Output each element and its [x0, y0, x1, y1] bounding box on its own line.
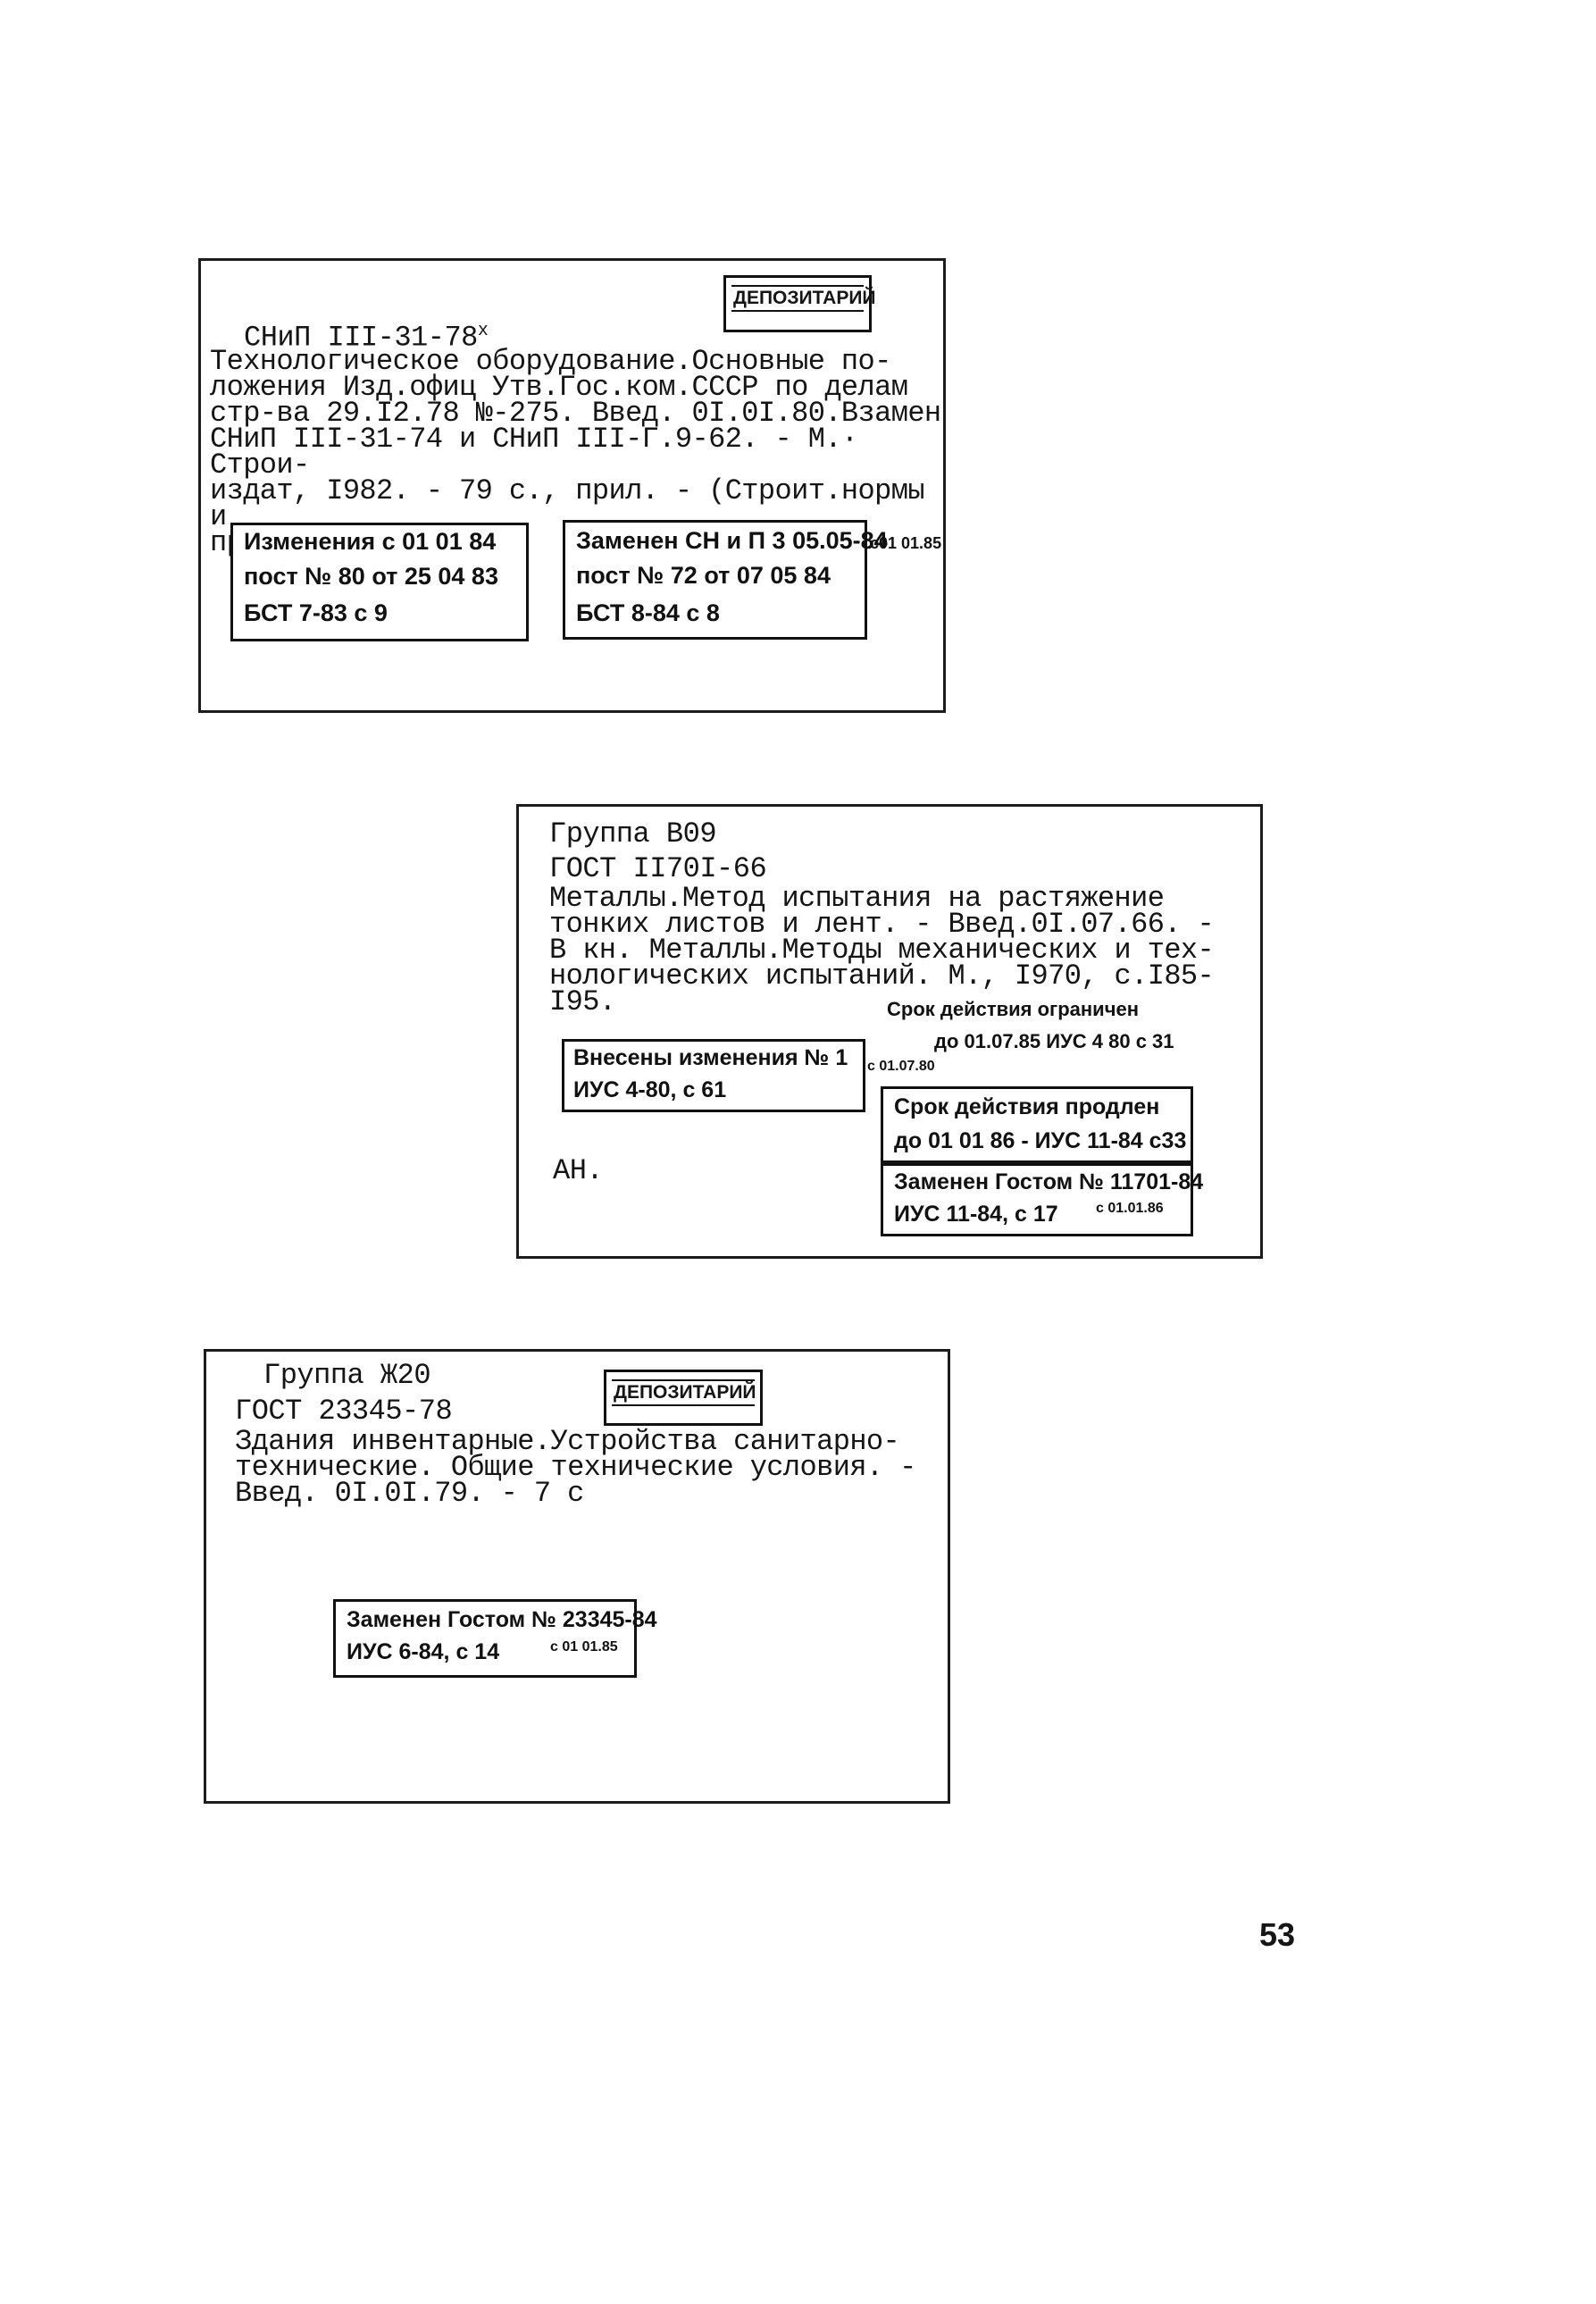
changes-stamp-line1: Изменения с 01 01 84 — [244, 528, 497, 555]
card-group: Группа Ж20 — [263, 1359, 431, 1392]
depository-stamp: ДЕПОЗИТАРИЙ — [604, 1370, 763, 1426]
replaced-stamp-line2: пост № 72 от 07 05 84 — [576, 562, 831, 589]
replaced-stamp-line2: ИУС 11-84, с 17 — [894, 1202, 1058, 1227]
depository-stamp-label: ДЕПОЗИТАРИЙ — [612, 1379, 756, 1406]
replaced-stamp-date: с01 01.85 — [870, 534, 942, 552]
cataloguer-initials: АН. — [553, 1154, 604, 1187]
card-code: СНиП III-31-78x — [244, 318, 489, 352]
changes-stamp-line3: БСТ 7-83 с 9 — [244, 599, 388, 626]
replaced-stamp: Заменен Гостом № 11701-84 ИУС 11-84, с 1… — [881, 1163, 1203, 1236]
replaced-stamp-date: с 01.01.86 — [1096, 1201, 1164, 1216]
changes-stamp-date: с 01.07.80 — [867, 1059, 935, 1074]
replaced-stamp-line3: БСТ 8-84 с 8 — [576, 599, 720, 626]
changes-stamp: Внесены изменения № 1 ИУС 4-80, с 61 — [562, 1039, 865, 1112]
replaced-stamp-line1: Заменен СН и П 3 05.05-84 — [576, 527, 888, 554]
catalog-card-snip: ДЕПОЗИТАРИЙ СНиП III-31-78x Технологичес… — [198, 258, 946, 713]
catalog-card-gost-23345: Группа Ж20 ДЕПОЗИТАРИЙ ГОСТ 23345-78 Зда… — [204, 1349, 950, 1804]
extended-stamp: Срок действия продлен до 01 01 86 - ИУС … — [881, 1086, 1193, 1163]
card-description: Металлы.Метод испытания на растяжение то… — [549, 882, 1215, 1018]
card-group: Группа В09 — [549, 817, 717, 850]
extended-stamp-line1: Срок действия продлен — [894, 1094, 1160, 1119]
page-number: 53 — [1259, 1916, 1296, 1953]
changes-stamp: Изменения с 01 01 84 пост № 80 от 25 04 … — [230, 523, 529, 641]
replaced-stamp-line1: Заменен Гостом № 11701-84 — [894, 1169, 1204, 1194]
catalog-card-gost-11701: Группа В09 ГОСТ II70I-66 Металлы.Метод и… — [516, 804, 1263, 1259]
replaced-stamp-date: с 01 01.85 — [550, 1639, 618, 1655]
validity-limited-line2: до 01.07.85 ИУС 4 80 с 31 — [934, 1030, 1174, 1052]
card-code: ГОСТ II70I-66 — [549, 852, 767, 885]
changes-stamp-line1: Внесены изменения № 1 — [573, 1045, 848, 1070]
card-description: Технологическое оборудование.Основные по… — [210, 345, 941, 557]
depository-stamp: ДЕПОЗИТАРИЙ — [723, 275, 876, 332]
replaced-stamp-line1: Заменен Гостом № 23345-84 — [347, 1607, 657, 1632]
depository-stamp-label: ДЕПОЗИТАРИЙ — [731, 285, 876, 312]
replaced-stamp: Заменен Гостом № 23345-84 ИУС 6-84, с 14 — [333, 1599, 657, 1678]
changes-stamp-line2: ИУС 4-80, с 61 — [573, 1077, 727, 1102]
card-code: ГОСТ 23345-78 — [235, 1395, 453, 1428]
card-code-text: СНиП III-31-78 — [244, 321, 478, 355]
card-description: Здания инвентарные.Устройства санитарно-… — [235, 1425, 916, 1510]
card-code-superscript: x — [477, 321, 489, 341]
extended-stamp-line2: до 01 01 86 - ИУС 11-84 с33 — [894, 1128, 1187, 1153]
validity-limited-line1: Срок действия ограничен — [887, 998, 1140, 1020]
changes-stamp-line2: пост № 80 от 25 04 83 — [244, 563, 498, 590]
replaced-stamp: Заменен СН и П 3 05.05-84 пост № 72 от 0… — [563, 520, 888, 640]
replaced-stamp-line2: ИУС 6-84, с 14 — [347, 1639, 500, 1664]
